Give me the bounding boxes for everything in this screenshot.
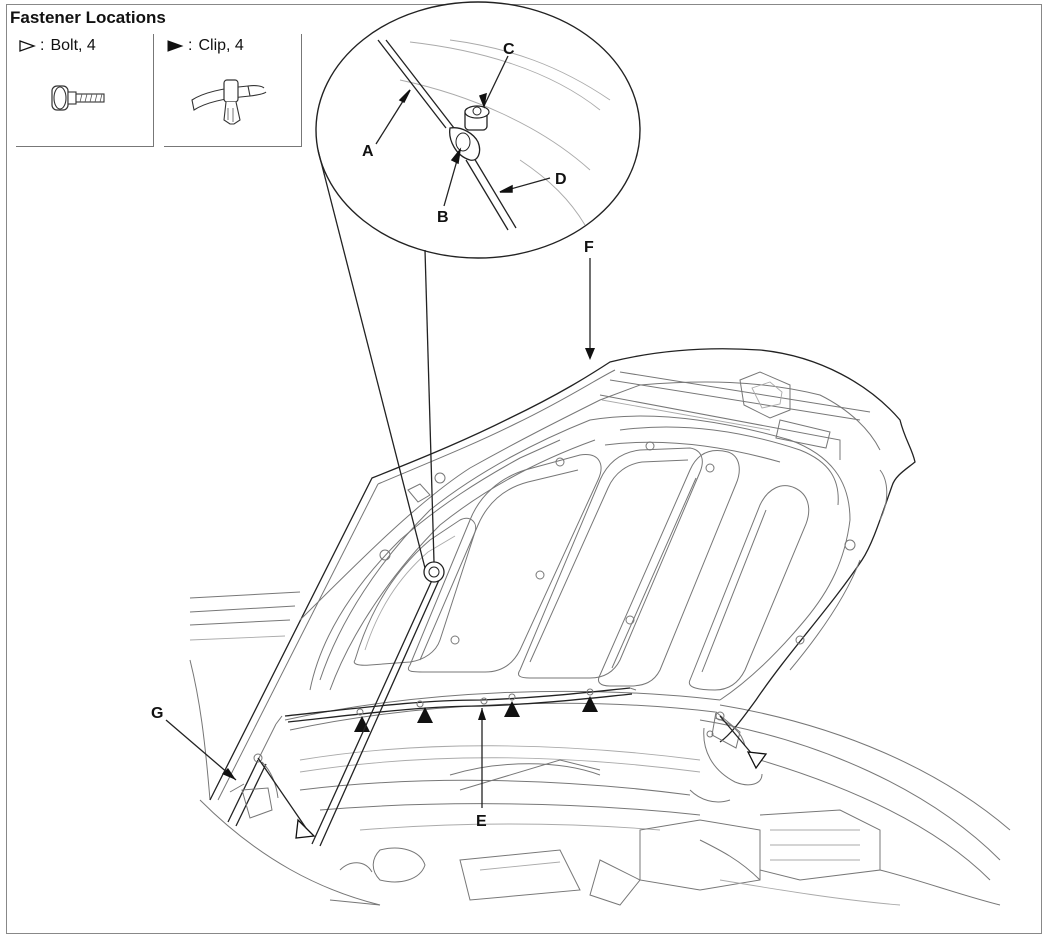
callout-d: D — [555, 171, 567, 188]
callout-f: F — [584, 239, 594, 256]
filled-triangle-icon — [167, 40, 184, 52]
callout-c: C — [503, 41, 515, 58]
engine-bay-outline — [189, 591, 1011, 906]
outline-triangle-icon — [19, 40, 36, 52]
legend-bolt-separator: : — [40, 37, 45, 54]
legend-clip-separator: : — [188, 37, 193, 54]
clip-markers — [354, 696, 598, 732]
legend-bolt-text: Bolt, 4 — [50, 37, 96, 54]
clip-marker-3 — [504, 701, 520, 717]
callout-g: G — [151, 705, 163, 722]
legend-bolt: : Bolt, 4 — [16, 34, 154, 147]
clip-marker-4 — [582, 696, 598, 712]
diagram-frame — [6, 4, 1042, 934]
callout-b: B — [437, 209, 449, 226]
legend-clip-text: Clip, 4 — [198, 37, 244, 54]
legend-clip: : Clip, 4 — [164, 34, 302, 147]
bolt-marker-right — [746, 751, 768, 770]
left-hinge — [227, 723, 316, 839]
hood-panel — [209, 348, 916, 801]
leader-c — [483, 55, 509, 107]
detail-magnifier — [315, 1, 641, 569]
right-hinge — [703, 711, 768, 786]
callout-labels: A B C D E F G — [151, 41, 594, 830]
clip-marker-1 — [354, 716, 370, 732]
clip-marker-2 — [417, 707, 433, 723]
legend-clip-label: : Clip, 4 — [166, 37, 244, 55]
legend-bolt-label: : Bolt, 4 — [18, 37, 96, 55]
clip-icon — [191, 79, 267, 125]
callout-a: A — [362, 143, 374, 160]
leader-lines — [165, 55, 595, 808]
legend-title: Fastener Locations — [10, 8, 166, 27]
leader-g — [165, 719, 237, 781]
callout-e: E — [476, 813, 487, 830]
hood-seal — [275, 687, 637, 725]
bolt-icon — [51, 85, 105, 111]
hood-prop-rod — [311, 561, 445, 847]
bolt-marker-left — [295, 818, 316, 839]
